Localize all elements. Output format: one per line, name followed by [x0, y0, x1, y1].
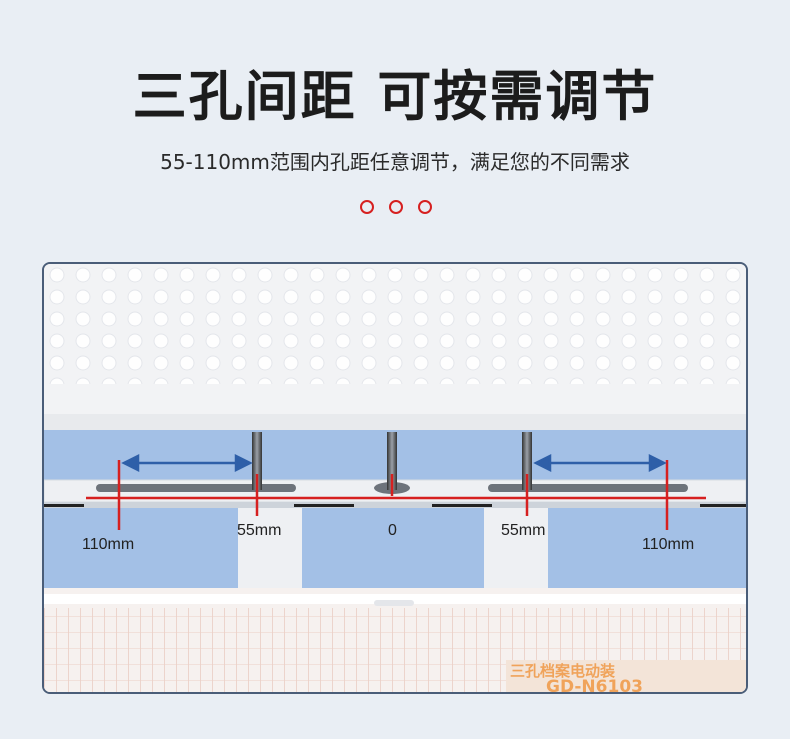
dot-icon [360, 200, 374, 214]
cover-texture [44, 264, 746, 384]
left-support [238, 508, 302, 600]
dot-icon [389, 200, 403, 214]
punch-diagram: 三孔档案电动装 GD-N6103 [44, 264, 746, 692]
center-drill-bit [387, 432, 397, 490]
label-55mm-left: 55mm [237, 522, 282, 539]
left-slot [96, 484, 296, 492]
right-slot [488, 484, 688, 492]
left-range-arrow [121, 453, 253, 473]
label-110mm-left: 110mm [82, 536, 135, 553]
page-headline: 三孔间距 可按需调节 [132, 65, 658, 128]
product-illustration: 三孔档案电动装 GD-N6103 110mm 55mm 0 55mm 110mm [42, 262, 748, 694]
product-label-line2: GD-N6103 [546, 677, 643, 692]
dot-icon [418, 200, 432, 214]
right-range-arrow [533, 453, 667, 473]
right-drill-bit [522, 432, 532, 490]
right-support [484, 508, 548, 600]
page-subheadline: 55-110mm范围内孔距任意调节，满足您的不同需求 [160, 150, 630, 174]
decorative-dots [360, 200, 432, 218]
label-110mm-right: 110mm [642, 536, 695, 553]
label-55mm-right: 55mm [501, 522, 546, 539]
label-center-0: 0 [388, 522, 397, 539]
product-label-line1: 三孔档案电动装 [510, 662, 616, 680]
left-drill-bit [252, 432, 262, 490]
